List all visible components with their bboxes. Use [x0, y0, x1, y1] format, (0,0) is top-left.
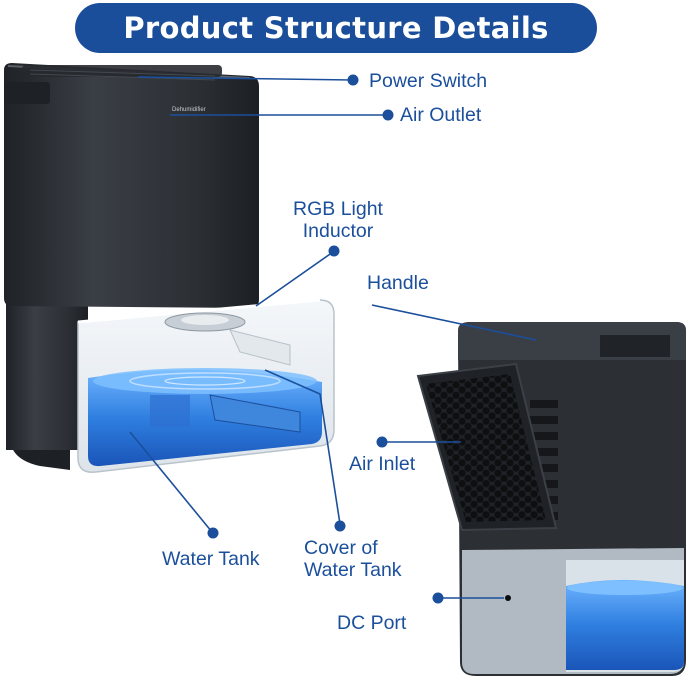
label-air-outlet: Air Outlet: [400, 104, 482, 126]
callout-lines: [129, 74, 537, 604]
label-dc-port: DC Port: [337, 612, 407, 634]
front-dehumidifier: Dehumidifier: [4, 63, 335, 473]
label-power-switch: Power Switch: [369, 70, 488, 92]
label-handle: Handle: [367, 272, 429, 294]
rear-dehumidifier: [416, 322, 686, 676]
label-cover-of-water-tank: Cover of Water Tank: [304, 537, 402, 581]
title-banner: Product Structure Details: [75, 3, 597, 53]
label-rgb-light-inductor: RGB Light Inductor: [293, 198, 383, 242]
label-air-inlet: Air Inlet: [349, 453, 416, 475]
device-brand-text: Dehumidifier: [172, 107, 206, 113]
banner-title: Product Structure Details: [123, 11, 549, 45]
label-water-tank: Water Tank: [162, 548, 260, 570]
